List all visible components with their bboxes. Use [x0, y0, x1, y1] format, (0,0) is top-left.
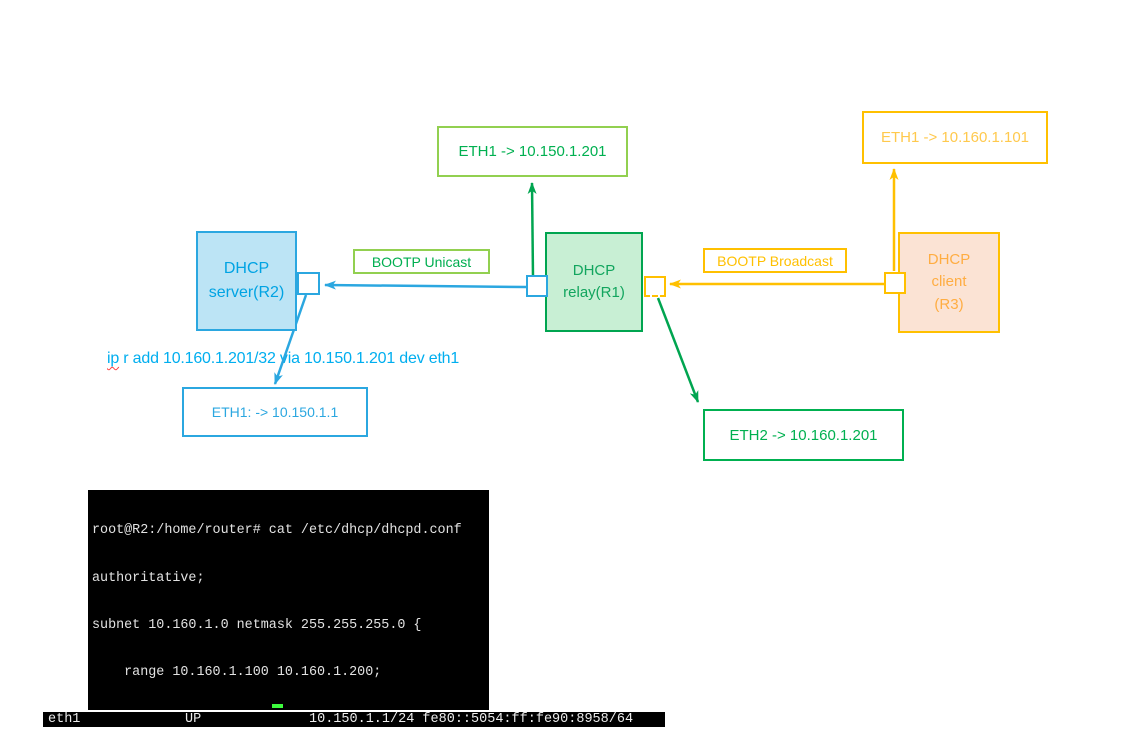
terminal-line: root@R2:/home/router# cat /etc/dhcp/dhcp… [92, 523, 462, 539]
relay-eth2-address-text: ETH2 -> 10.160.1.201 [729, 426, 878, 444]
bootp-unicast-text: BOOTP Unicast [371, 253, 472, 270]
interface-name: eth1 [48, 712, 81, 727]
relay-eth1-port [526, 275, 548, 297]
client-eth1-address-text: ETH1 -> 10.160.1.101 [880, 129, 1029, 146]
client-eth1-address-box: ETH1 -> 10.160.1.101 [862, 111, 1048, 164]
relay-eth1-address-text: ETH1 -> 10.150.1.201 [458, 143, 607, 160]
dhcp-relay-node: DHCP relay(R1) [545, 232, 643, 332]
relay-eth2-arrow [656, 297, 700, 403]
route-command-rest: r add 10.160.1.201/32 via 10.150.1.201 d… [119, 350, 460, 367]
terminal-line: range 10.160.1.100 10.160.1.200; [92, 664, 382, 680]
route-command-word1: ip [107, 350, 120, 367]
interface-state: UP [185, 712, 202, 727]
client-eth1-port [884, 272, 906, 294]
route-command-text: ip r add 10.160.1.201/32 via 10.150.1.20… [107, 350, 459, 368]
interface-addresses: 10.150.1.1/24 fe80::5054:ff:fe90:8958/64 [309, 712, 634, 727]
dhcp-client-node: DHCP client (R3) [898, 232, 1000, 333]
relay-eth1-address-box: ETH1 -> 10.150.1.201 [437, 126, 628, 177]
terminal-cursor [272, 704, 283, 708]
bootp-unicast-label: BOOTP Unicast [353, 249, 490, 274]
server-eth1-address-text: ETH1: -> 10.150.1.1 [211, 404, 339, 420]
relay-eth1-arrow [527, 182, 537, 279]
bootp-broadcast-label: BOOTP Broadcast [703, 248, 847, 273]
bootp-broadcast-text: BOOTP Broadcast [717, 252, 833, 269]
relay-eth2-port [644, 276, 666, 297]
dhcp-server-node: DHCP server(R2) [196, 231, 297, 331]
terminal-line: authoritative; [92, 570, 205, 586]
dhcp-relay-label: DHCP relay(R1) [563, 261, 625, 302]
server-eth1-address-box: ETH1: -> 10.150.1.1 [182, 387, 368, 437]
bootp-unicast-arrow [324, 280, 527, 290]
relay-eth2-address-box: ETH2 -> 10.160.1.201 [703, 409, 904, 461]
dhcp-client-label: DHCP client (R3) [927, 250, 971, 313]
terminal-line: subnet 10.160.1.0 netmask 255.255.255.0 … [92, 617, 422, 633]
dhcp-server-label: DHCP server(R2) [208, 260, 285, 301]
terminal-window[interactable]: root@R2:/home/router# cat /etc/dhcp/dhcp… [88, 490, 489, 710]
server-eth1-port [297, 272, 320, 295]
status-bar[interactable]: eth1 UP 10.150.1.1/24 fe80::5054:ff:fe90… [43, 712, 665, 727]
